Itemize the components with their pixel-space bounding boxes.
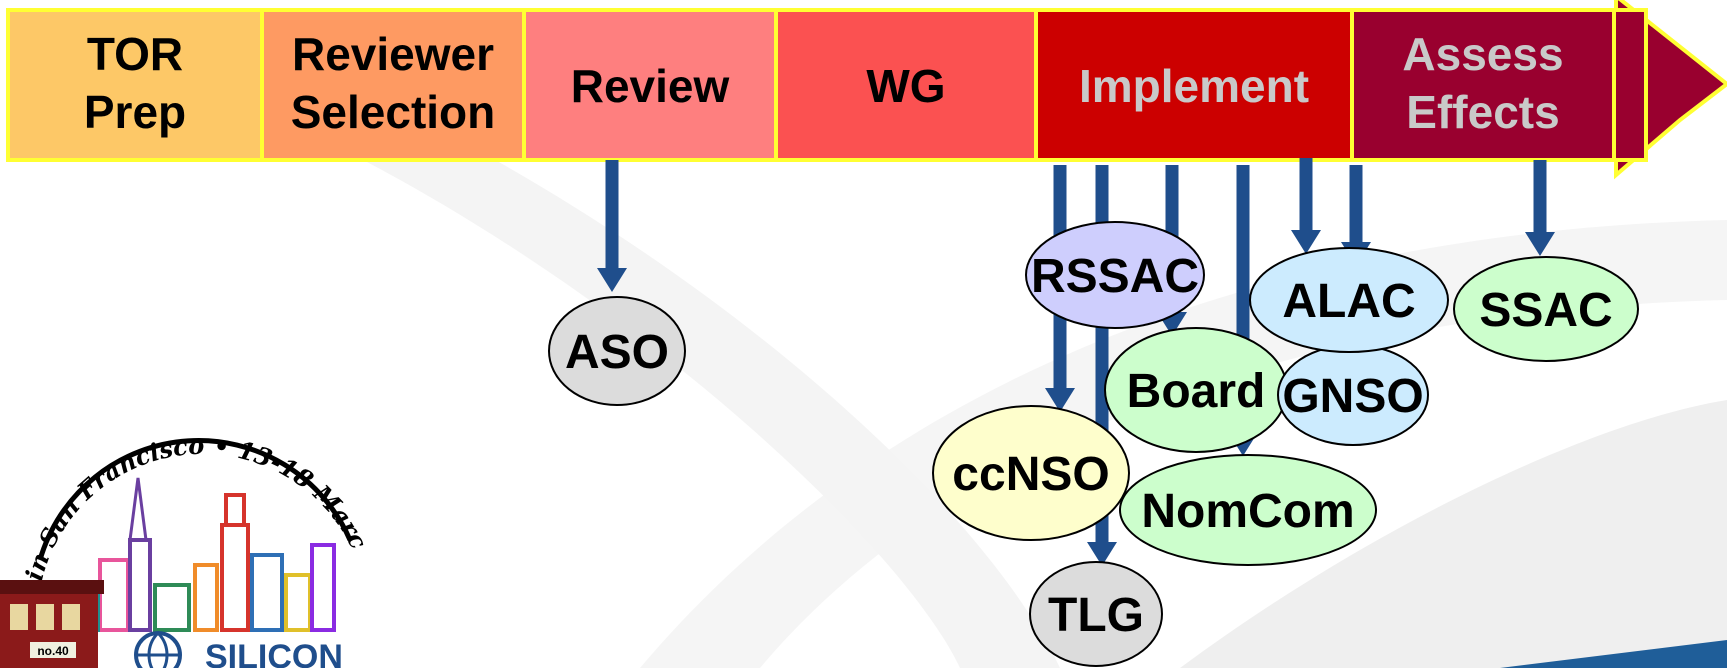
node-label: RSSAC [1031, 250, 1199, 303]
stage-end [1612, 8, 1648, 162]
stage-box [522, 8, 778, 162]
stage-label: Reviewer [292, 28, 494, 80]
arrow-assess-to-ssac [1525, 160, 1555, 256]
node-label: ALAC [1282, 275, 1415, 328]
skyline-building [310, 543, 336, 632]
node-ellipse [1453, 256, 1639, 362]
skyline-building [193, 563, 219, 632]
stage-label: Prep [84, 86, 186, 138]
skyline-building [284, 573, 312, 632]
node-label: SSAC [1479, 284, 1612, 337]
stage-label: Effects [1406, 86, 1559, 138]
node-label: ccNSO [952, 448, 1109, 501]
node-ellipse [932, 405, 1130, 541]
arrow-review-to-aso [597, 160, 627, 292]
stage-wg: WG [774, 8, 1038, 162]
node-tlg: TLG [1029, 561, 1163, 667]
node-ellipse [1249, 247, 1449, 353]
stage-label: Implement [1079, 60, 1309, 112]
cable-car-icon: no.40 [0, 580, 104, 668]
stage-box [1350, 8, 1616, 162]
node-alac: ALAC [1249, 247, 1449, 353]
stage-implement: Implement [1034, 8, 1354, 162]
stage-label: Selection [291, 86, 496, 138]
stage-box [6, 8, 264, 162]
stage-box [1612, 8, 1648, 162]
skyline-building [153, 583, 191, 632]
node-aso: ASO [548, 296, 686, 406]
stage-box [1034, 8, 1354, 162]
stage-box [774, 8, 1038, 162]
stage-review: Review [522, 8, 778, 162]
stage-label: TOR [87, 28, 183, 80]
node-nomcom: NomCom [1119, 454, 1377, 566]
node-label: GNSO [1282, 370, 1423, 423]
node-label: Board [1127, 365, 1266, 418]
stage-label: Assess [1402, 28, 1563, 80]
skyline-building [250, 553, 284, 632]
skyline-building [128, 538, 152, 632]
logo-name: SILICON [205, 638, 343, 668]
node-ellipse [1119, 454, 1377, 566]
arrow-implement-to-alac [1291, 158, 1321, 254]
node-gnso: GNSO [1277, 344, 1429, 446]
node-ellipse [1029, 561, 1163, 667]
node-label: ASO [565, 326, 669, 379]
node-ccnso: ccNSO [932, 405, 1130, 541]
node-ellipse [1025, 221, 1205, 329]
skyline-building [98, 558, 130, 632]
node-board: Board [1104, 327, 1288, 453]
node-rssac: RSSAC [1025, 221, 1205, 329]
node-ssac: SSAC [1453, 256, 1639, 362]
node-ellipse [548, 296, 686, 406]
node-label: TLG [1048, 589, 1144, 642]
stage-tor: TOR Prep [6, 8, 264, 162]
cable-car-badge: no.40 [37, 644, 69, 658]
globe-icon [134, 631, 182, 668]
skyline-building [220, 523, 250, 632]
node-label: NomCom [1141, 485, 1354, 538]
stage-label: Review [571, 60, 730, 112]
stage-label: WG [866, 60, 945, 112]
